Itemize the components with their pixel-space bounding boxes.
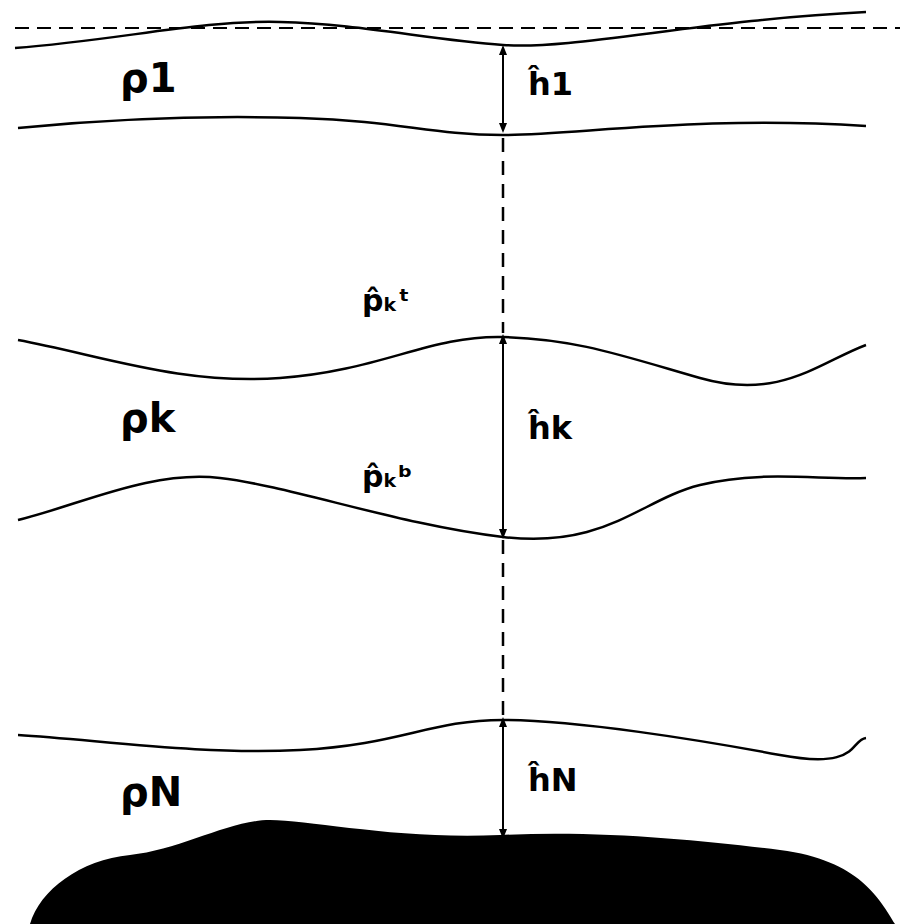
pressure-label: p̂ₖᵇ: [362, 462, 412, 492]
thickness-arrow: [502, 722, 504, 834]
thickness-label: ĥk: [528, 412, 572, 444]
thickness-label: ĥN: [528, 764, 578, 796]
sea-floor: [30, 820, 895, 924]
interface: [18, 117, 866, 135]
density-label: ρN: [120, 772, 182, 812]
thickness-arrow: [502, 50, 504, 128]
thickness-arrow: [502, 339, 504, 534]
rest-level: [15, 27, 900, 29]
interface: [18, 477, 866, 539]
interface: [18, 720, 866, 759]
pressure-label: p̂ₖᵗ: [362, 286, 410, 316]
density-label: ρk: [120, 398, 175, 438]
free-surface: [15, 12, 866, 48]
thickness-label: ĥ1: [528, 68, 573, 100]
density-label: ρ1: [120, 58, 176, 98]
dashed-vertical: [502, 138, 505, 333]
dashed-vertical: [502, 540, 505, 718]
interface: [18, 337, 866, 385]
